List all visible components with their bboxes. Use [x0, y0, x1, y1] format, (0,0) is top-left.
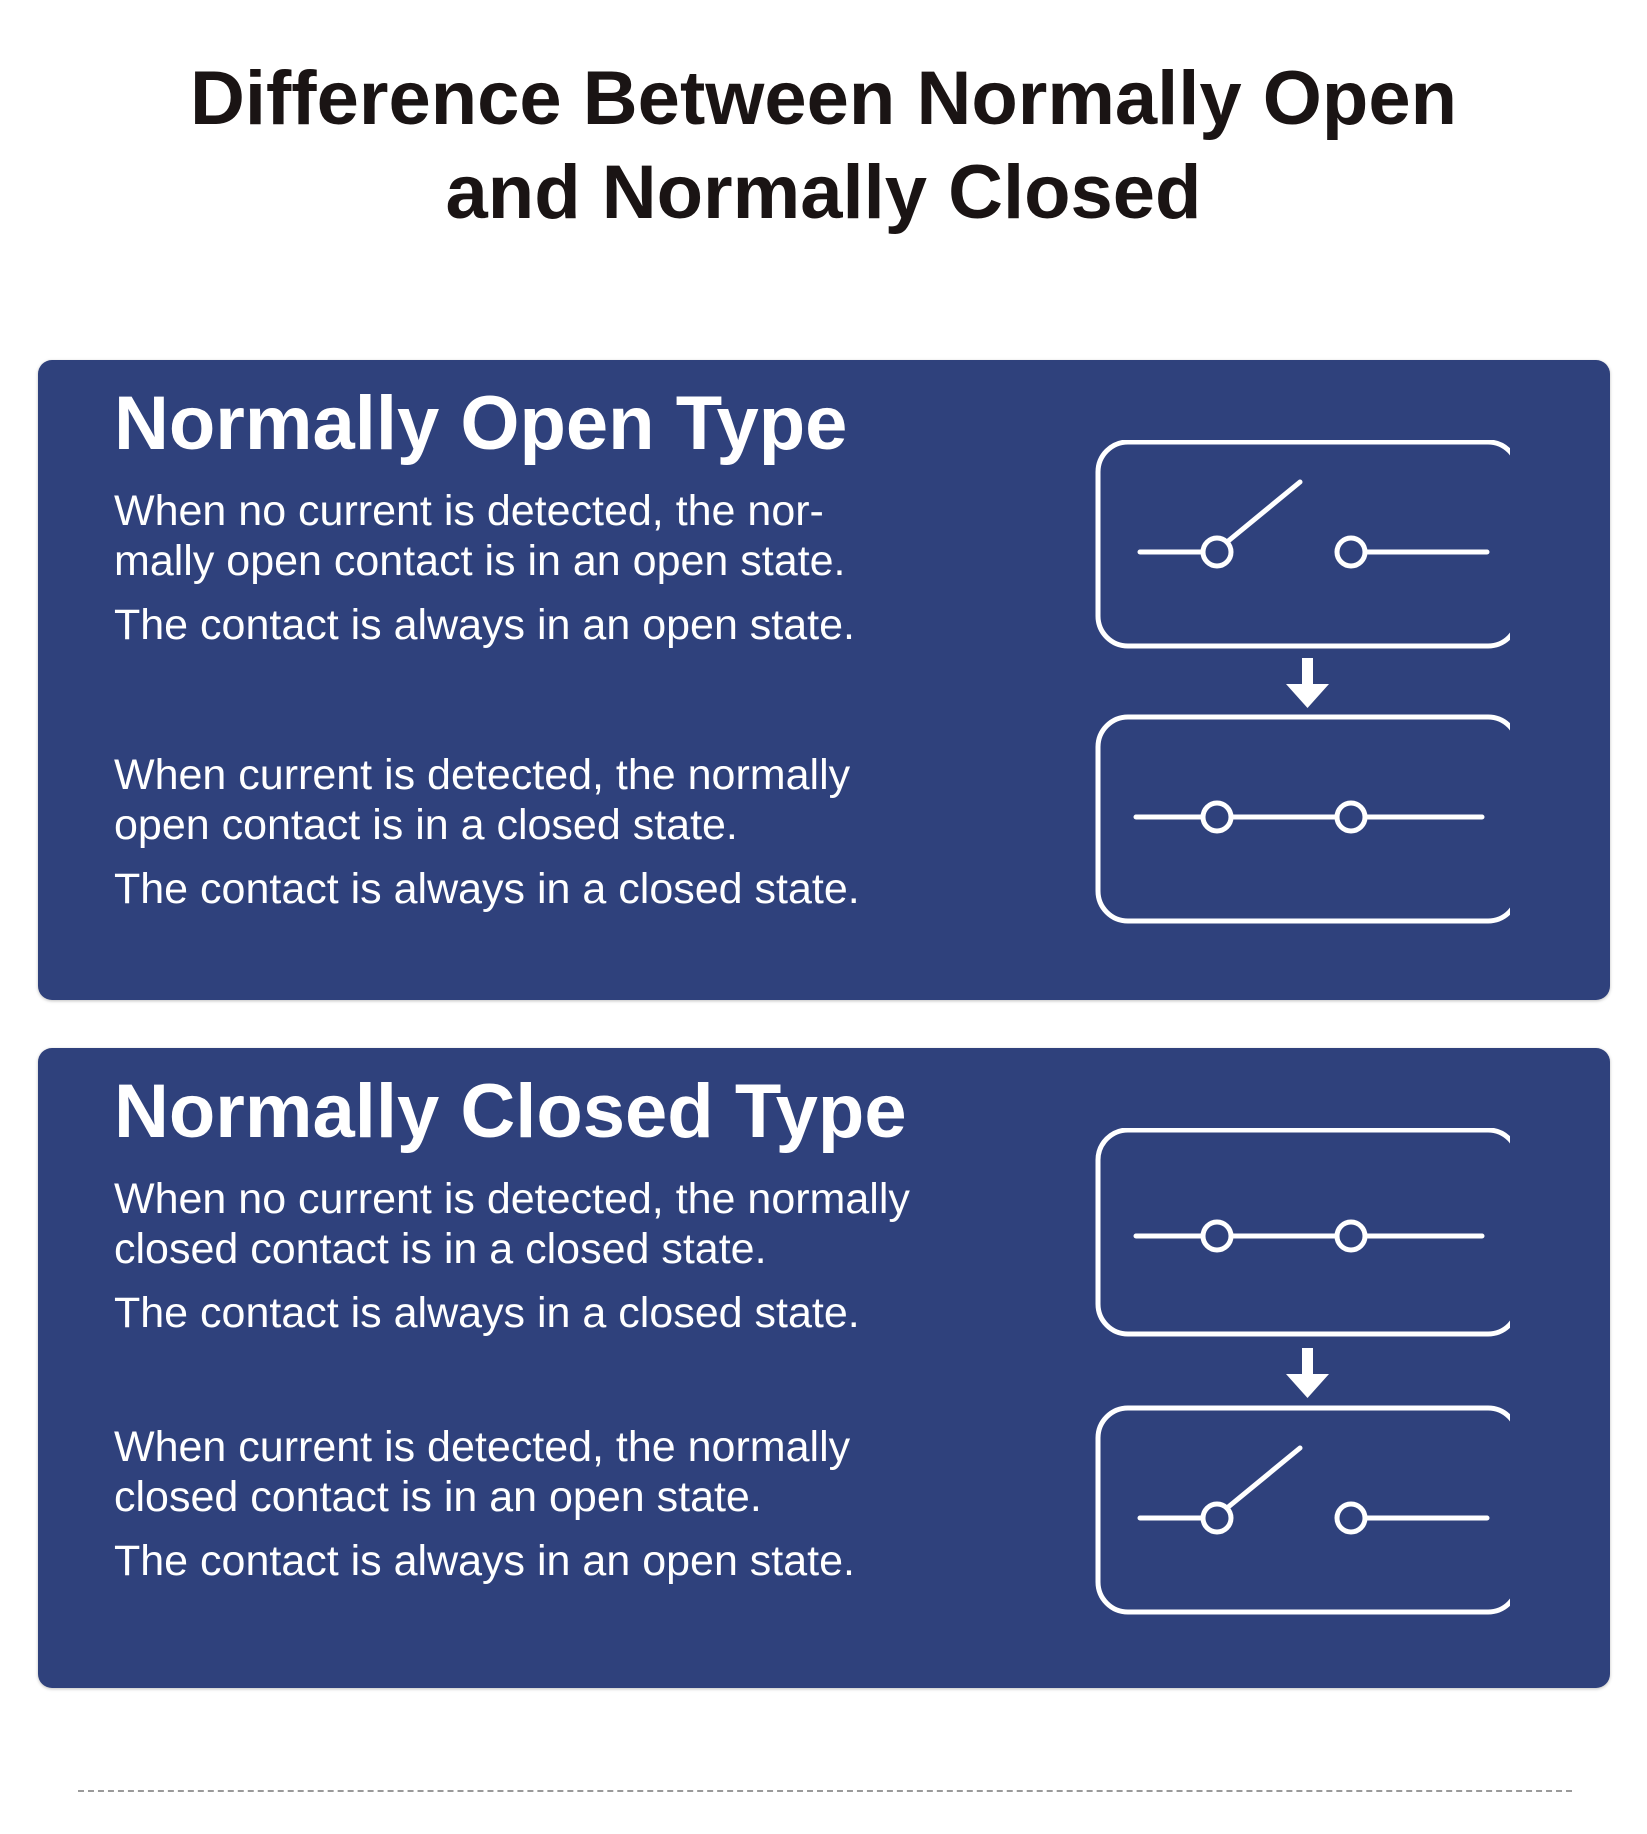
- description-line: open contact is in a closed state.: [114, 801, 738, 849]
- page-title: Difference Between Normally Open and Nor…: [0, 52, 1647, 240]
- open-switch-icon: [1095, 440, 1510, 649]
- description-line: The contact is always in a closed state.: [114, 865, 860, 913]
- description-line: The contact is always in a closed state.: [114, 1289, 860, 1337]
- normally-closed-heading: Normally Closed Type: [114, 1069, 907, 1154]
- closed-switch-icon: [1095, 1128, 1510, 1337]
- open-switch-icon: [1095, 1405, 1510, 1615]
- description-line: When current is detected, the normally: [114, 751, 851, 799]
- closed-switch-icon: [1095, 714, 1510, 924]
- normally-open-heading: Normally Open Type: [114, 381, 848, 466]
- normally-closed-current-description: When current is detected, the normally c…: [114, 1422, 1014, 1586]
- description-line: closed contact is in an open state.: [114, 1473, 762, 1521]
- arrow-down-icon: [1286, 1348, 1329, 1398]
- page-title-line-2: and Normally Closed: [445, 150, 1202, 235]
- normally-open-no-current-description: When no current is detected, the nor- ma…: [114, 486, 1014, 650]
- description-line: The contact is always in an open state.: [114, 601, 855, 649]
- page-title-line-1: Difference Between Normally Open: [189, 56, 1458, 141]
- dashed-divider: [78, 1790, 1572, 1792]
- normally-open-current-description: When current is detected, the normally o…: [114, 750, 1014, 914]
- description-line: closed contact is in a closed state.: [114, 1225, 767, 1273]
- normally-closed-no-current-description: When no current is detected, the normall…: [114, 1174, 1014, 1338]
- normally-closed-panel: Normally Closed Type When no current is …: [38, 1048, 1610, 1688]
- normally-closed-diagram: [1095, 1128, 1510, 1615]
- description-line: When no current is detected, the normall…: [114, 1175, 910, 1223]
- arrow-down-icon: [1286, 658, 1329, 708]
- description-line: When current is detected, the normally: [114, 1423, 851, 1471]
- description-line: When no current is detected, the nor-: [114, 487, 824, 535]
- normally-open-panel: Normally Open Type When no current is de…: [38, 360, 1610, 1000]
- normally-open-diagram: [1095, 440, 1510, 924]
- description-line: The contact is always in an open state.: [114, 1537, 855, 1585]
- description-line: mally open contact is in an open state.: [114, 537, 846, 585]
